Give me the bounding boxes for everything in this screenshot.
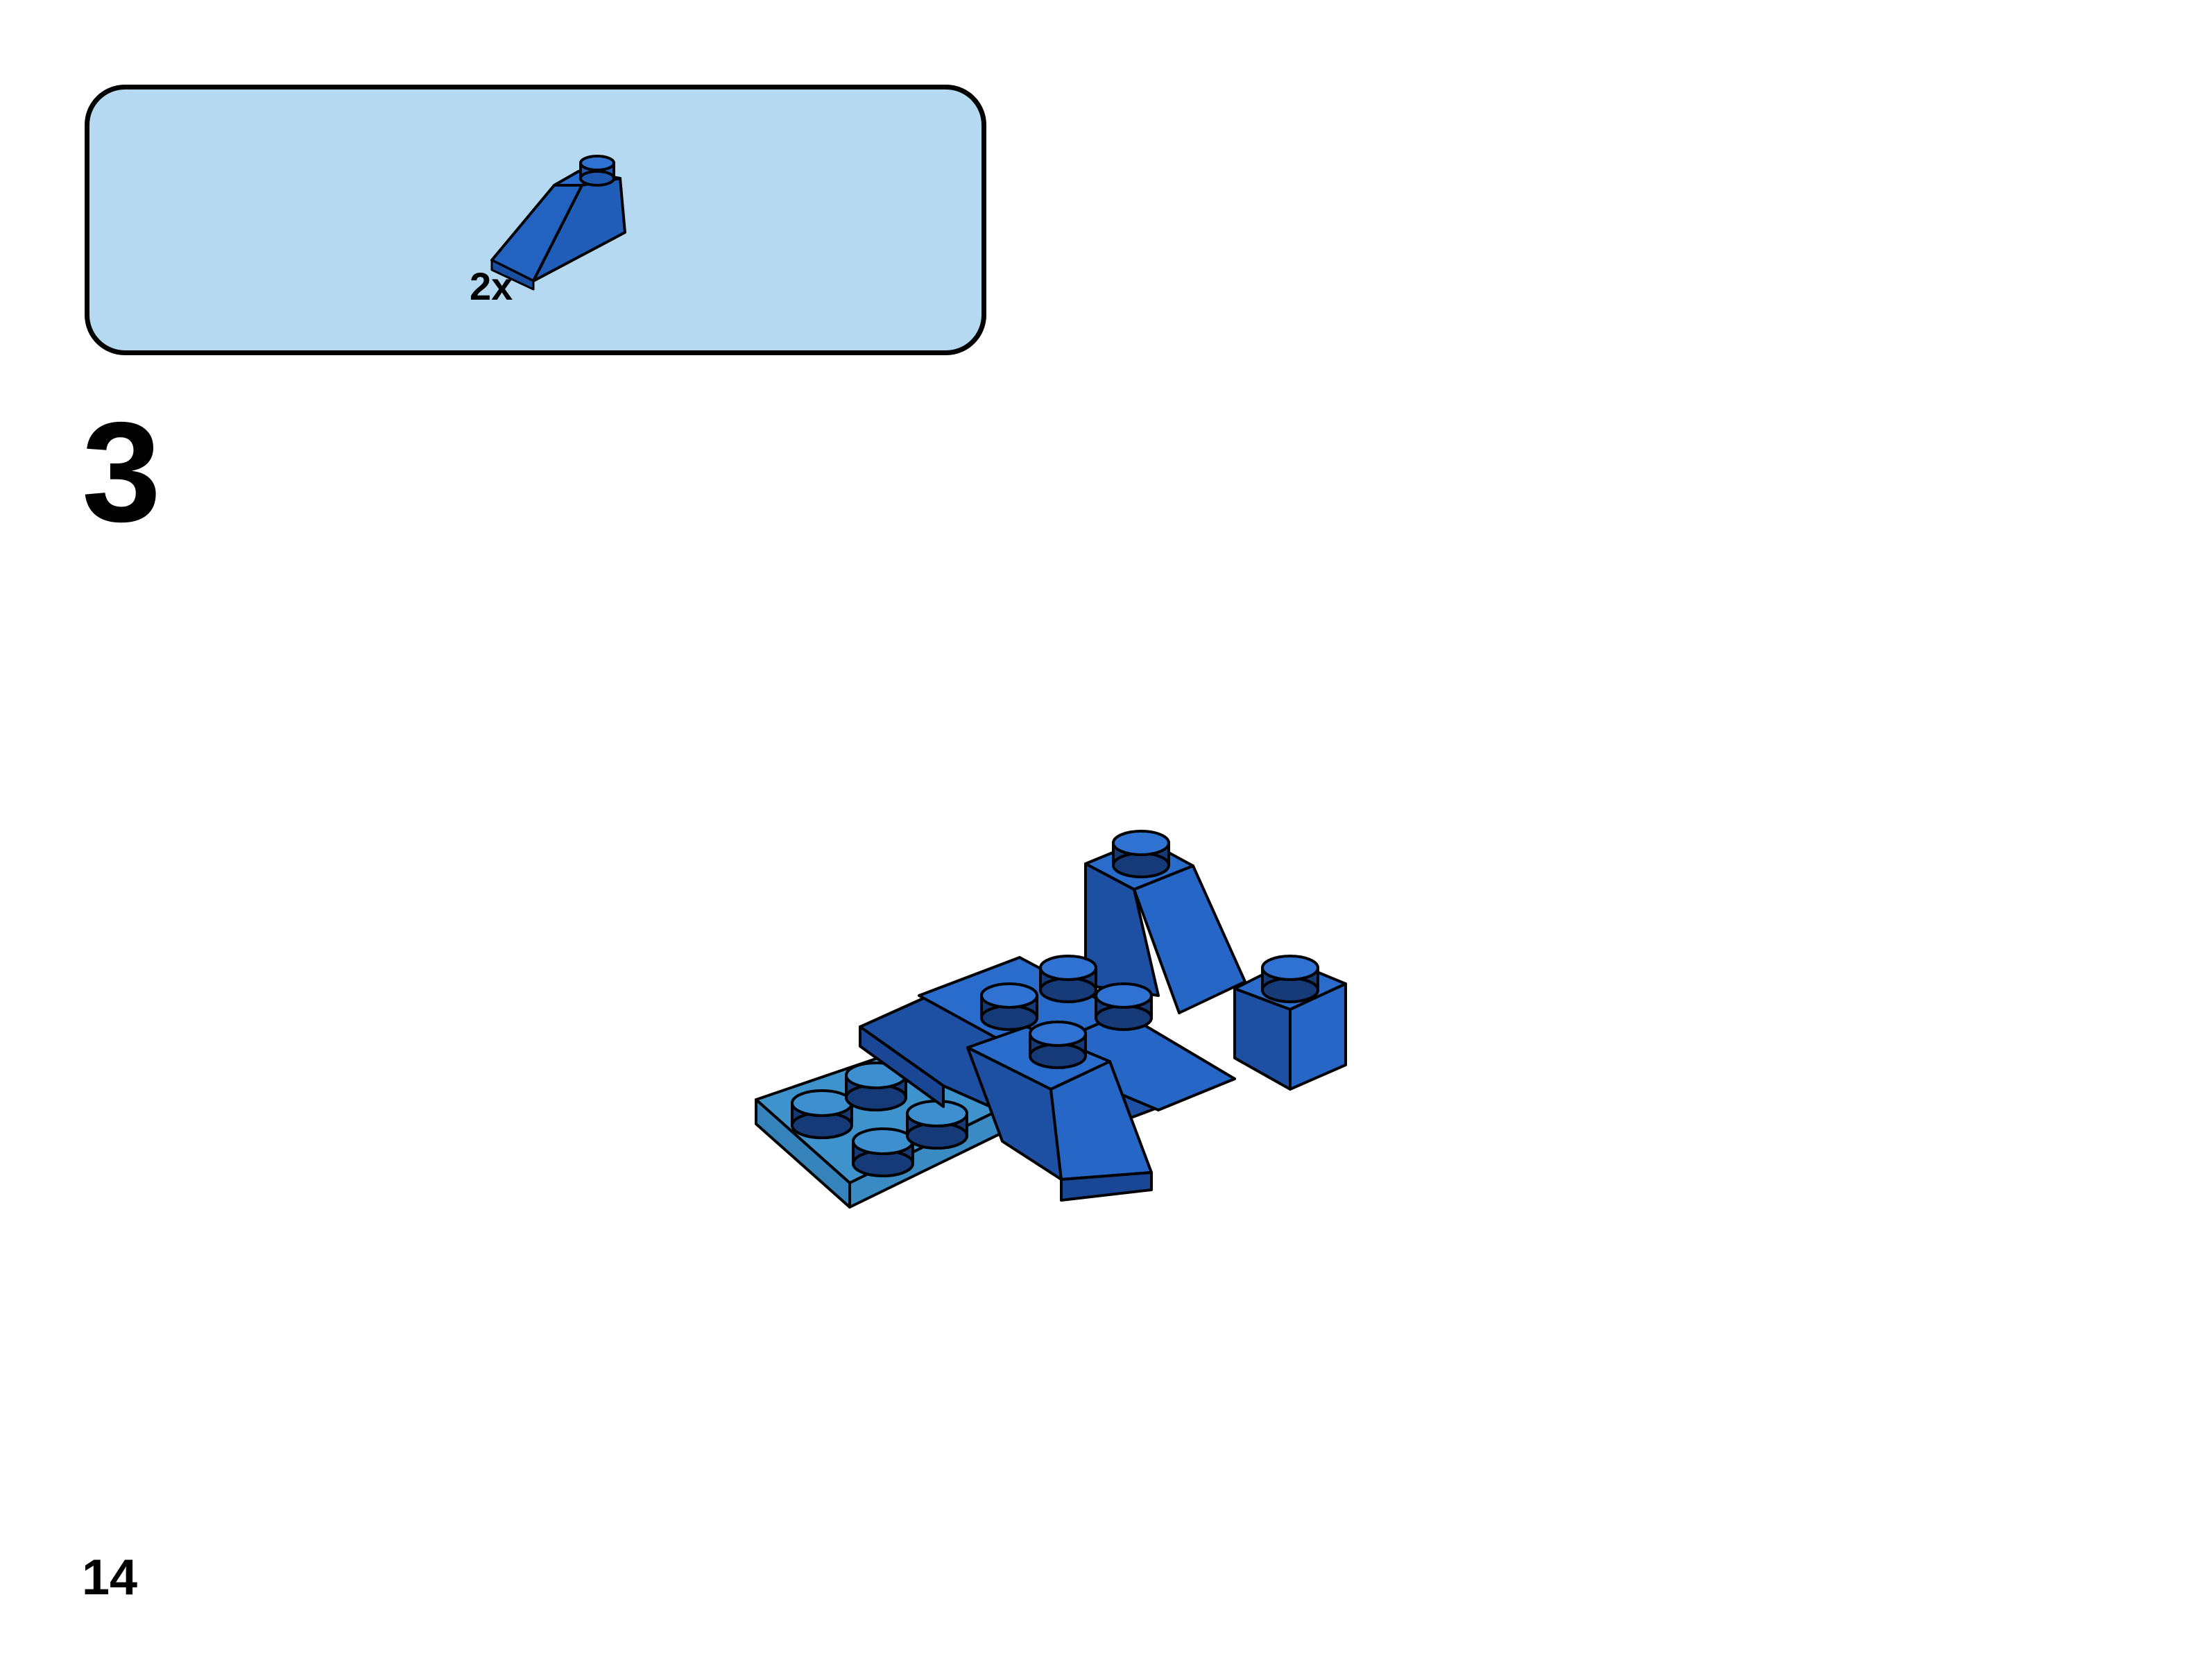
page-number: 14 — [82, 1550, 138, 1605]
blue-aircraft-model-icon — [755, 830, 1347, 1209]
parts-callout-box: 2x — [85, 85, 986, 355]
step-number: 3 — [82, 393, 162, 552]
blue-slope-brick-icon — [490, 155, 626, 291]
part-quantity: 2x — [470, 264, 513, 308]
